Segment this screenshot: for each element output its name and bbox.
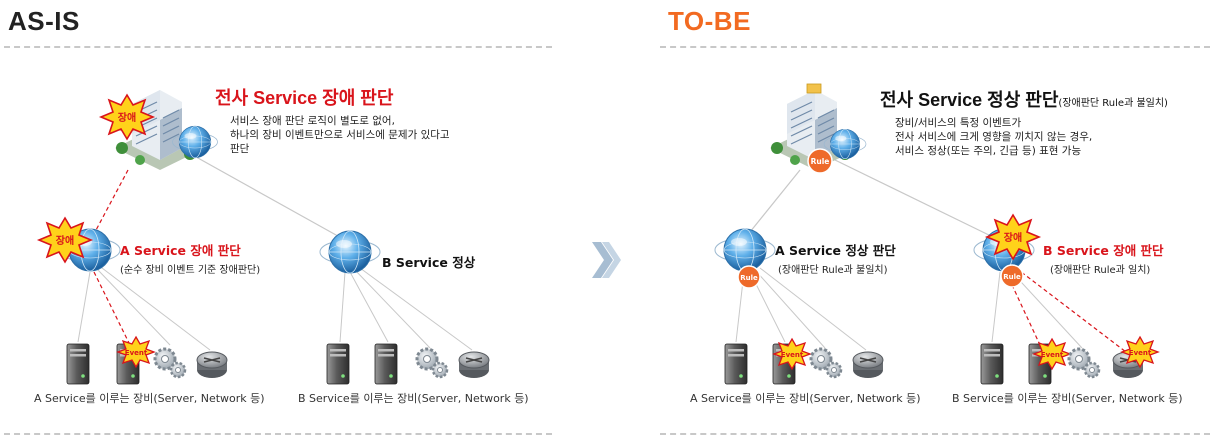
asis-a-event-burst-icon: Event [117, 336, 155, 368]
tobe-b-server-icon [980, 343, 1004, 385]
tobe-b-router-event-burst-icon: Event [1121, 336, 1159, 368]
tobe-b-server-event-label: Event [1041, 351, 1064, 359]
tobe-node-b-subtitle: (장애판단 Rule과 일치) [1050, 265, 1151, 276]
tobe-caption-a: A Service를 이루는 장비(Server, Network 등) [690, 392, 921, 405]
tobe-node-b-fault-label: 장애 [1004, 231, 1022, 244]
tobe-hq-rule-label: Rule [811, 157, 830, 166]
tobe-node-a-title: A Service 정상 판단 [775, 243, 896, 258]
tobe-description: 장비/서비스의 특정 이벤트가 전사 서비스에 크게 영향을 끼치지 않는 경우… [895, 116, 1195, 158]
tobe-desc-line-3: 서비스 정상(또는 주의, 긴급 등) 표현 가능 [895, 145, 1082, 157]
tobe-desc-line-1: 장비/서비스의 특정 이벤트가 [895, 117, 1022, 129]
tobe-main-title-wrap: 전사 Service 정상 판단(장애판단 Rule과 불일치) [880, 86, 1168, 112]
asis-hq-fault-burst-icon: 장애 [100, 94, 154, 140]
asis-a-router-icon [196, 351, 228, 379]
tobe-b-router-event-label: Event [1129, 349, 1152, 357]
tobe-main-title: 전사 Service 정상 판단 [880, 90, 1059, 110]
asis-section-title: AS-IS [8, 6, 80, 36]
asis-bottom-divider [4, 433, 552, 435]
tobe-node-a-globe-icon [714, 228, 776, 272]
tobe-caption-b: B Service를 이루는 장비(Server, Network 등) [952, 392, 1183, 405]
asis-caption-a: A Service를 이루는 장비(Server, Network 등) [34, 392, 265, 405]
tobe-lines [735, 159, 1127, 353]
tobe-bottom-divider [660, 433, 1210, 435]
asis-b-gear-icon [415, 347, 449, 379]
tobe-node-b-title: B Service 장애 판단 [1043, 243, 1164, 258]
asis-b-router-icon [458, 351, 490, 379]
asis-lines [77, 147, 473, 351]
asis-node-a-fault-label: 장애 [56, 234, 74, 247]
tobe-node-b-fault-burst-icon: 장애 [986, 214, 1040, 260]
tobe-node-b-rule-badge: Rule [1000, 264, 1024, 288]
asis-desc-line-3: 판단 [230, 143, 250, 155]
asis-b-server-icon-1 [326, 343, 350, 385]
tobe-hq-building-icon [769, 83, 867, 171]
asis-node-a-fault-burst-icon: 장애 [38, 217, 92, 263]
tobe-node-a-rule-badge: Rule [737, 265, 761, 289]
asis-node-a-subtitle: (순수 장비 이벤트 기준 장애판단) [120, 265, 261, 276]
tobe-a-event-burst-icon: Event [773, 338, 811, 370]
tobe-top-divider [660, 46, 1210, 48]
asis-main-title: 전사 Service 장애 판단 [215, 88, 394, 108]
asis-description: 서비스 장애 판단 로직이 별도로 없어, 하나의 장비 이벤트만으로 서비스에… [230, 114, 530, 156]
tobe-section-title: TO-BE [668, 6, 751, 36]
asis-top-divider [4, 46, 552, 48]
tobe-a-router-icon [852, 351, 884, 379]
asis-a-gear-icon [153, 347, 187, 379]
asis-hq-fault-label: 장애 [118, 111, 136, 124]
tobe-main-note: (장애판단 Rule과 불일치) [1058, 98, 1168, 109]
asis-a-server-icon [66, 343, 90, 385]
tobe-node-a-subtitle: (장애판단 Rule과 불일치) [778, 265, 888, 276]
asis-desc-line-1: 서비스 장애 판단 로직이 별도로 없어, [230, 115, 395, 127]
tobe-a-gear-icon [809, 347, 843, 379]
tobe-b-server-event-burst-icon: Event [1033, 338, 1071, 370]
tobe-node-a-rule-label: Rule [740, 274, 758, 282]
asis-desc-line-2: 하나의 장비 이벤트만으로 서비스에 문제가 있다고 [230, 129, 450, 141]
asis-caption-b: B Service를 이루는 장비(Server, Network 등) [298, 392, 529, 405]
tobe-a-event-label: Event [781, 351, 804, 359]
asis-b-server-icon-2 [374, 343, 398, 385]
asis-node-b-title: B Service 정상 [382, 255, 476, 270]
asis-node-a-title: A Service 장애 판단 [120, 243, 241, 258]
tobe-hq-rule-badge: Rule [807, 148, 833, 174]
transition-arrow-icon [592, 242, 621, 278]
asis-node-b-globe-icon [319, 230, 381, 274]
tobe-a-server-icon [724, 343, 748, 385]
asis-a-event-label: Event [125, 349, 148, 357]
tobe-desc-line-2: 전사 서비스에 크게 영향을 끼치지 않는 경우, [895, 131, 1093, 143]
tobe-b-gear-icon [1067, 347, 1101, 379]
tobe-node-b-rule-label: Rule [1003, 273, 1021, 281]
